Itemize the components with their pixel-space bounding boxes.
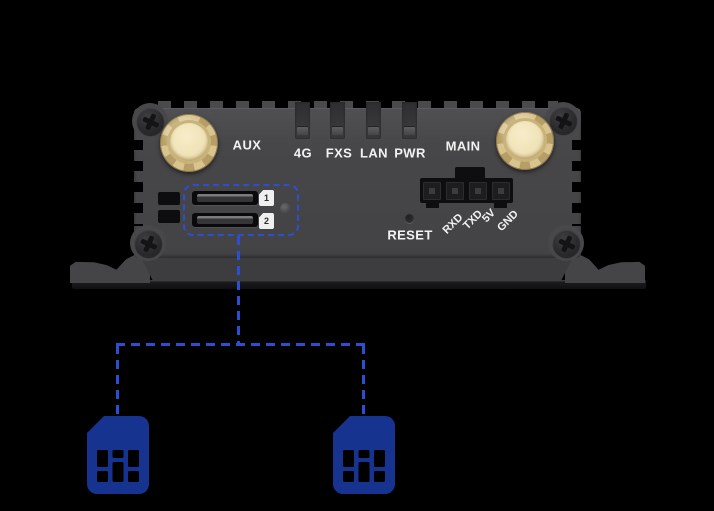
- led-slot-4g: [295, 102, 310, 139]
- heatsink-teeth-top: [158, 101, 558, 109]
- sim-eject-hole: [280, 203, 291, 214]
- reset-label: RESET: [387, 227, 433, 243]
- sim-card-icon: [87, 416, 149, 494]
- main-antenna-label: MAIN: [445, 138, 481, 154]
- led-label-fxs: FXS: [325, 145, 353, 161]
- callout-line-left-drop: [116, 345, 119, 415]
- main-antenna-connector-cap: [506, 121, 544, 159]
- pin-socket-rxd: [423, 181, 441, 200]
- sim-slot-2: [192, 213, 258, 227]
- connector-foot: [426, 202, 439, 208]
- led-label-pwr: PWR: [394, 145, 426, 161]
- screw-icon: [135, 230, 162, 257]
- pin-socket-txd: [446, 181, 464, 200]
- screw-icon: [553, 230, 580, 257]
- heatsink-notches-right: [572, 140, 581, 226]
- sim-slots-callout-box: [183, 184, 299, 236]
- reset-pinhole: [405, 214, 414, 223]
- panel-vent-block: [158, 210, 180, 223]
- pin-socket-gnd: [492, 181, 510, 200]
- screw-icon: [550, 107, 577, 134]
- sim-card-icon: [333, 416, 395, 494]
- power-serial-connector: [420, 178, 513, 203]
- sim-slot-2-tag: 2: [259, 213, 274, 229]
- screw-icon: [137, 108, 164, 135]
- panel-vent-block: [158, 192, 180, 205]
- led-slot-pwr: [402, 102, 417, 139]
- connector-foot: [494, 202, 507, 208]
- callout-line-branch: [116, 343, 366, 346]
- led-label-lan: LAN: [360, 145, 388, 161]
- led-label-4g: 4G: [293, 145, 313, 161]
- heatsink-notches-left: [134, 140, 143, 226]
- callout-line-stem: [237, 236, 240, 344]
- callout-line-right-drop: [362, 345, 365, 415]
- sim-slot-1: [192, 191, 258, 205]
- pin-socket-5v: [469, 181, 487, 200]
- sim-slot-1-tag: 1: [259, 190, 274, 206]
- chassis-lower-bevel: [140, 255, 574, 281]
- led-slot-fxs: [330, 102, 345, 139]
- led-slot-lan: [366, 102, 381, 139]
- power-connector-latch: [455, 167, 485, 180]
- aux-antenna-connector-cap: [170, 123, 208, 161]
- mounting-base-plate: [72, 280, 646, 289]
- aux-antenna-label: AUX: [232, 137, 262, 153]
